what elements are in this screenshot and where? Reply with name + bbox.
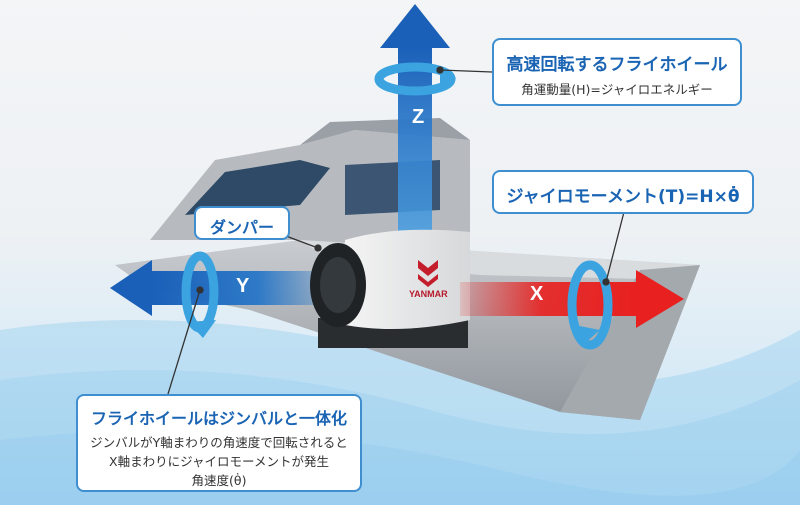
y-axis-arrow (110, 260, 330, 316)
z-axis-label: Z (412, 106, 425, 128)
leader-lines (167, 66, 625, 395)
damper-callout-title: ダンパー (209, 218, 274, 237)
yanmar-brand-text: YANMAR (409, 289, 448, 299)
gimbal-callout-title: フライホイールはジンバルと一体化 (90, 409, 347, 428)
x-rotation-arrow (567, 260, 613, 350)
yanmar-logo (418, 260, 438, 276)
gimbal-callout-line-2: X軸まわりにジャイロモーメントが発生 (109, 454, 329, 469)
flywheel-callout: 高速回転するフライホイール 角運動量(H)=ジャイロエネルギー (492, 38, 742, 106)
flywheel-casing (345, 229, 470, 329)
z-axis-arrow (380, 4, 450, 245)
gyro-moment-callout-title: ジャイロモーメント(T)=H×θ̇ (506, 187, 740, 207)
gyro-moment-callout: ジャイロモーメント(T)=H×θ̇ (492, 170, 754, 214)
gyro-stabilizer-unit (310, 229, 470, 348)
gimbal-callout-line-1: ジンバルがY軸まわりの角速度で回転されると (90, 435, 348, 450)
x-axis-label: X (530, 283, 544, 305)
boat-windshield (185, 160, 330, 215)
gimbal-callout: フライホイールはジンバルと一体化 ジンバルがY軸まわりの角速度で回転されると X… (76, 394, 362, 492)
y-axis-label: Y (236, 275, 250, 297)
flywheel-callout-title: 高速回転するフライホイール (506, 55, 728, 75)
gimbal-callout-line-3: 角速度(θ̇) (191, 473, 247, 488)
flywheel-callout-subtitle: 角運動量(H)=ジャイロエネルギー (521, 82, 713, 97)
z-rotation-arrow (374, 62, 456, 96)
y-rotation-arrow (181, 251, 219, 338)
damper-callout: ダンパー (194, 206, 290, 240)
